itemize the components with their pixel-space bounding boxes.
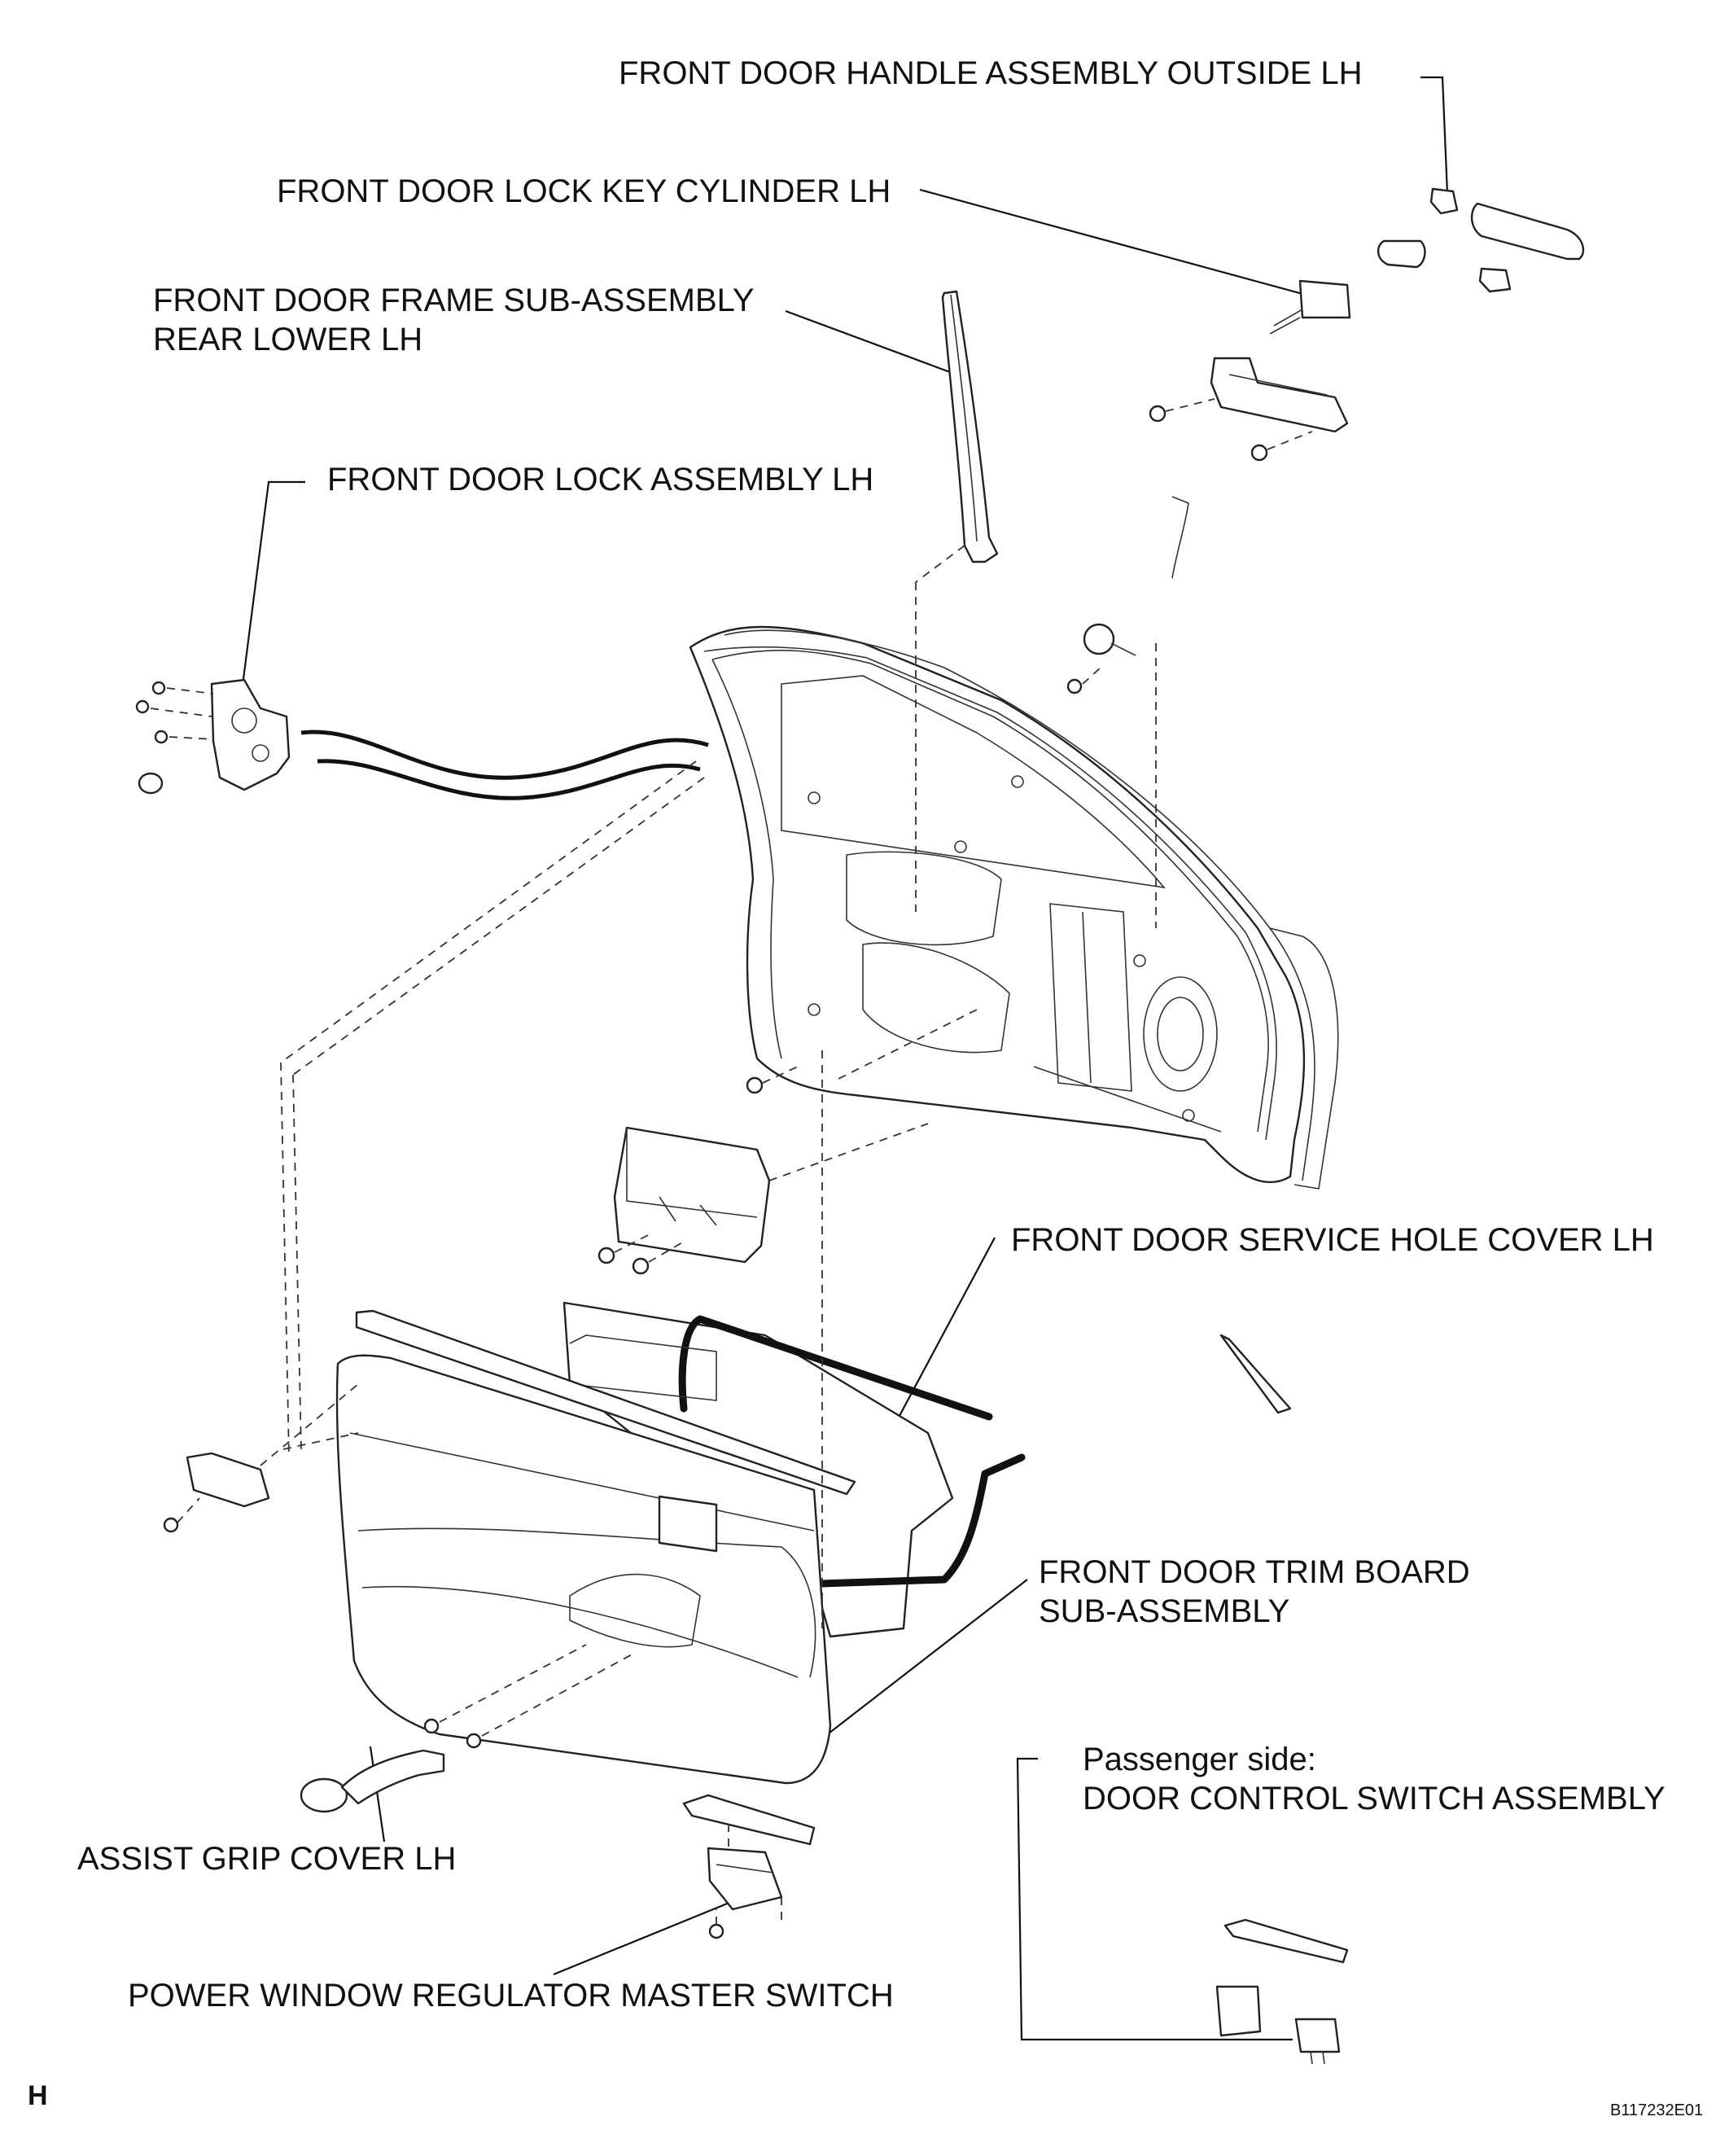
front-door-inner-panel bbox=[689, 625, 1306, 1183]
leader-assist-grip bbox=[369, 1746, 386, 1843]
door-bracket-box bbox=[597, 1123, 929, 1275]
guide-line-lock-1 bbox=[280, 760, 697, 1063]
door-control-switch-assembly bbox=[1215, 1918, 1349, 2065]
leader-lock-assembly bbox=[239, 480, 305, 705]
label-key-cylinder: FRONT DOOR LOCK KEY CYLINDER LH bbox=[277, 173, 891, 209]
leader-frame-sub bbox=[785, 309, 957, 376]
label-master-switch: POWER WINDOW REGULATOR MASTER SWITCH bbox=[128, 1978, 894, 2014]
label-trim-board-line1: FRONT DOOR TRIM BOARD bbox=[1039, 1554, 1470, 1590]
front-door-outer-skin bbox=[724, 629, 1339, 1190]
label-service-hole-cover: FRONT DOOR SERVICE HOLE COVER LH bbox=[1011, 1222, 1654, 1258]
leader-handle-outside bbox=[1420, 76, 1449, 195]
label-trim-board-line2: SUB-ASSEMBLY bbox=[1039, 1593, 1289, 1629]
label-frame-sub-line2: REAR LOWER LH bbox=[153, 322, 422, 357]
guide-line-lock-3 bbox=[280, 1062, 290, 1458]
label-handle-outside: FRONT DOOR HANDLE ASSEMBLY OUTSIDE LH bbox=[619, 55, 1363, 91]
inside-handle bbox=[163, 1383, 359, 1533]
assist-grip-cover bbox=[300, 1749, 445, 1813]
guide-line-lock-2 bbox=[292, 777, 705, 1076]
leader-door-control-switch bbox=[1016, 1757, 1293, 2041]
corner-letter: H bbox=[28, 2080, 48, 2111]
door-panel-bolt bbox=[746, 1076, 764, 1094]
label-assist-grip: ASSIST GRIP COVER LH bbox=[77, 1841, 456, 1877]
label-frame-sub-line1: FRONT DOOR FRAME SUB-ASSEMBLY bbox=[153, 283, 755, 318]
label-lock-assembly: FRONT DOOR LOCK ASSEMBLY LH bbox=[327, 462, 873, 497]
label-passenger-side: Passenger side: bbox=[1083, 1742, 1316, 1777]
front-door-lock-assembly bbox=[135, 678, 709, 800]
front-door-frame-sub-assembly bbox=[941, 290, 999, 563]
front-door-trim-board bbox=[335, 1309, 856, 1785]
guide-line-lock-4 bbox=[292, 1074, 302, 1450]
door-trim-corner-piece bbox=[1219, 1334, 1292, 1414]
figure-code: B117232E01 bbox=[1610, 2101, 1703, 2119]
outside-handle-parts bbox=[1066, 187, 1585, 928]
power-window-master-switch bbox=[682, 1794, 816, 1939]
label-door-control-switch: DOOR CONTROL SWITCH ASSEMBLY bbox=[1083, 1781, 1666, 1816]
leader-key-cylinder bbox=[919, 188, 1315, 299]
leader-master-switch bbox=[553, 1891, 754, 1976]
guide-line-trim-2 bbox=[838, 1009, 978, 1080]
guide-line-frame bbox=[915, 545, 965, 583]
